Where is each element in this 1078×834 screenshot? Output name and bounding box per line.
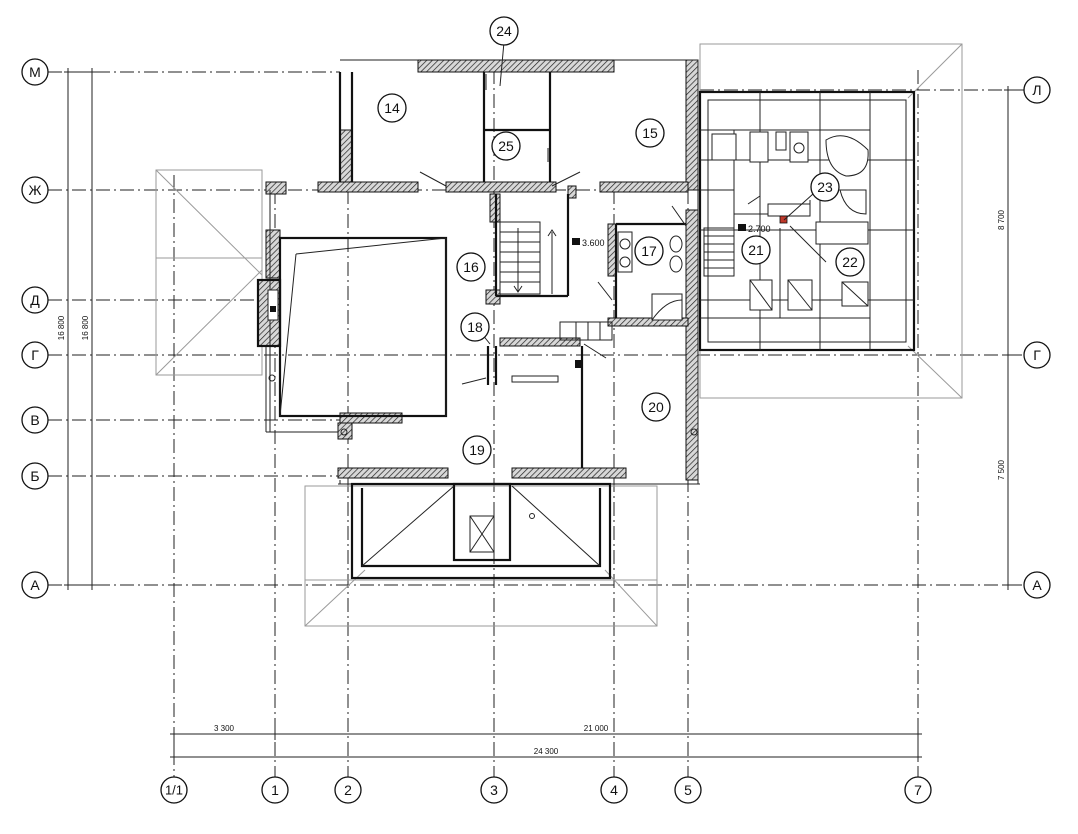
svg-text:23: 23 xyxy=(817,179,833,195)
svg-text:22: 22 xyxy=(842,254,858,270)
grid-bubble-row-g: Г xyxy=(21,341,49,369)
room-22: 22 xyxy=(835,247,865,277)
room-15: 15 xyxy=(635,118,665,148)
svg-text:1: 1 xyxy=(271,782,279,798)
svg-text:19: 19 xyxy=(469,442,485,458)
roof-outlines xyxy=(155,43,963,627)
grid-bubble-row-a: А xyxy=(21,571,49,599)
level-markers: 3.600 2.700 xyxy=(572,224,771,248)
left-terrace xyxy=(256,278,698,519)
svg-text:Г: Г xyxy=(1033,347,1041,363)
room-17: 17 xyxy=(634,236,664,266)
room-25: 25 xyxy=(491,131,521,161)
door-swings xyxy=(419,74,827,385)
svg-text:24: 24 xyxy=(496,23,512,39)
room-labels: 14 15 16 17 18 19 20 21 22 23 24 25 xyxy=(377,16,865,465)
dim-bottom-right: 21 000 xyxy=(584,724,609,733)
svg-text:21: 21 xyxy=(748,242,764,258)
svg-text:Ж: Ж xyxy=(29,182,42,198)
grid-bubble-row-l: Л xyxy=(1023,76,1051,104)
column-bubbles: 1/1 1 2 3 4 5 7 xyxy=(160,776,932,804)
svg-text:16: 16 xyxy=(463,259,479,275)
svg-text:15: 15 xyxy=(642,125,658,141)
svg-text:М: М xyxy=(29,64,41,80)
bay-window xyxy=(350,482,612,580)
svg-text:В: В xyxy=(30,412,39,428)
room-16: 16 xyxy=(456,252,486,282)
void-opening xyxy=(278,236,448,418)
level-main-stair: 3.600 xyxy=(582,238,605,248)
room-14: 14 xyxy=(377,93,407,123)
secondary-staircase xyxy=(559,227,735,341)
svg-text:Л: Л xyxy=(1032,82,1041,98)
svg-text:20: 20 xyxy=(648,399,664,415)
room-20: 20 xyxy=(641,392,671,422)
svg-text:Д: Д xyxy=(30,292,40,308)
grid-bubble-col-1-1: 1/1 xyxy=(160,776,188,804)
dim-left-inner: 16 800 xyxy=(81,315,90,340)
room-23: 23 xyxy=(810,172,840,202)
level-secondary-stair: 2.700 xyxy=(748,224,771,234)
row-bubbles: М Л Ж Д Г Г В Б А А xyxy=(21,58,1051,599)
grid-bubble-row-g-right: Г xyxy=(1023,341,1051,369)
svg-text:18: 18 xyxy=(467,319,483,335)
grid-bubble-col-1: 1 xyxy=(261,776,289,804)
svg-text:7: 7 xyxy=(914,782,922,798)
room-18: 18 xyxy=(460,312,490,342)
grid-bubble-row-a-right: А xyxy=(1023,571,1051,599)
grid-bubble-row-d: Д xyxy=(21,286,49,314)
grid-bubble-row-zh: Ж xyxy=(21,176,49,204)
room-21: 21 xyxy=(741,235,771,265)
grid-bubble-row-v: В xyxy=(21,406,49,434)
svg-text:Б: Б xyxy=(30,468,39,484)
svg-text:Г: Г xyxy=(31,347,39,363)
dimension-lines xyxy=(64,68,1012,762)
grid-bubble-row-m: М xyxy=(21,58,49,86)
main-staircase xyxy=(499,221,557,295)
svg-text:А: А xyxy=(1032,577,1042,593)
svg-text:А: А xyxy=(30,577,40,593)
room-19: 19 xyxy=(462,435,492,465)
bathroom-fixtures xyxy=(617,131,869,321)
svg-text:5: 5 xyxy=(684,782,692,798)
svg-text:25: 25 xyxy=(498,138,514,154)
dim-right-upper: 8 700 xyxy=(997,209,1006,230)
grid-bubble-col-4: 4 xyxy=(600,776,628,804)
svg-text:4: 4 xyxy=(610,782,618,798)
room-24: 24 xyxy=(489,16,519,46)
svg-text:1/1: 1/1 xyxy=(165,783,183,798)
svg-text:3: 3 xyxy=(490,782,498,798)
grid-bubble-col-3: 3 xyxy=(480,776,508,804)
interior-walls xyxy=(265,59,871,485)
dimension-labels: 3 300 21 000 24 300 16 800 16 800 8 700 … xyxy=(57,209,1006,756)
svg-text:2: 2 xyxy=(344,782,352,798)
dim-bottom-left: 3 300 xyxy=(214,724,235,733)
grid-bubble-col-5: 5 xyxy=(674,776,702,804)
dim-left-outer: 16 800 xyxy=(57,315,66,340)
grid-bubble-row-b: Б xyxy=(21,462,49,490)
grid-lines xyxy=(48,70,1030,790)
grid-bubble-col-7: 7 xyxy=(904,776,932,804)
svg-text:17: 17 xyxy=(641,243,657,259)
dim-bottom-total: 24 300 xyxy=(534,747,559,756)
svg-text:14: 14 xyxy=(384,100,400,116)
dim-right-lower: 7 500 xyxy=(997,459,1006,480)
grid-bubble-col-2: 2 xyxy=(334,776,362,804)
